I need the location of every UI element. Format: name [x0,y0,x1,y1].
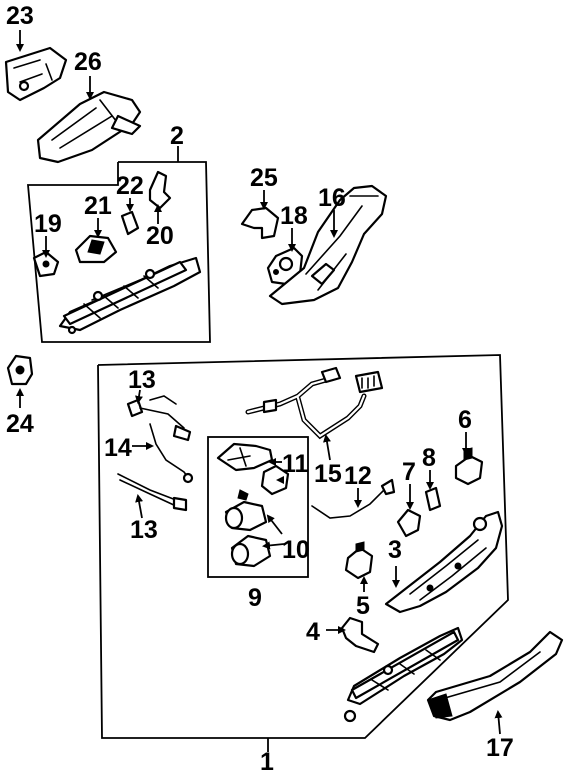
part-11-motor-bracket [216,442,290,496]
part-1-lower-track [343,626,464,723]
callout-10: 10 [282,536,310,564]
part-4-bracket [340,616,380,654]
callout-17: 17 [486,734,514,762]
callout-15: 15 [314,460,342,488]
part-25-clip [240,206,280,240]
group-box-1 [97,354,509,739]
callout-21: 21 [84,192,112,220]
part-18-switch [266,246,304,286]
part-26-cover [36,90,142,164]
part-10-motors [224,489,272,568]
callout-7: 7 [402,458,416,486]
part-24-bushing [6,354,34,386]
callout-19: 19 [34,210,62,238]
callout-24: 24 [6,410,34,438]
part-23-bracket [4,46,68,102]
part-13-cable-lower [117,473,188,512]
part-17-trim [426,630,564,722]
callout-9: 9 [248,584,262,612]
callout-3: 3 [388,536,402,564]
callout-5: 5 [356,592,370,620]
callout-23: 23 [6,2,34,30]
callout-14: 14 [104,434,132,462]
part-22-clip [120,210,140,236]
callout-4: 4 [306,618,320,646]
part-3-rail [384,510,504,614]
callout-20: 20 [146,222,174,250]
callout-8: 8 [422,444,436,472]
callout-25: 25 [250,164,278,192]
callout-1: 1 [260,748,274,773]
part-6-relay [454,447,484,486]
part-8-clip [424,486,442,512]
group-box-2 [27,161,211,343]
part-5-sensor [344,541,374,580]
callout-26: 26 [74,48,102,76]
part-20-sensor [148,170,172,210]
group-box-9 [207,436,309,578]
part-13-cable-upper [126,395,192,442]
part-12-wire [311,478,396,519]
callout-labels: 23 26 2 22 21 19 20 25 18 16 24 13 14 13… [6,2,514,776]
part-2-track-assembly [58,256,202,335]
callout-22: 22 [116,172,144,200]
part-14-cable [149,423,194,484]
callout-6: 6 [458,406,472,434]
leader-lines [16,30,503,752]
callout-16: 16 [318,184,346,212]
part-21-motor [74,234,118,264]
callout-13-upper: 13 [128,366,156,394]
callout-12: 12 [344,462,372,490]
callout-2: 2 [170,122,184,150]
callout-13-lower: 13 [130,516,158,544]
part-16-shield [268,184,388,306]
part-7-bracket [396,508,422,538]
callout-11: 11 [282,450,309,478]
part-15-harness [245,366,384,440]
callout-18: 18 [280,202,308,230]
